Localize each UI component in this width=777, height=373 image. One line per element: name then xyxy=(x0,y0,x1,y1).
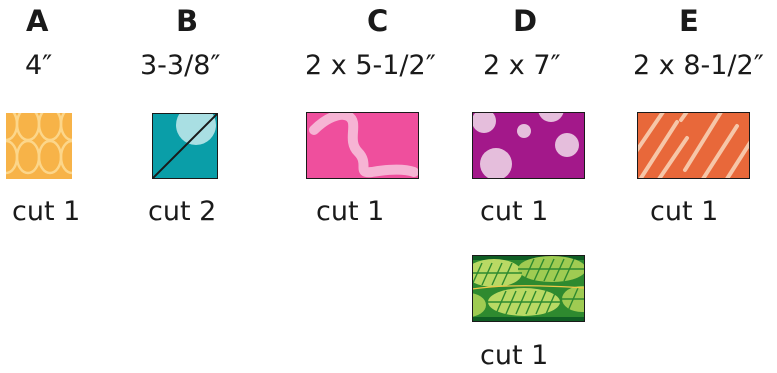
piece-d-cut-count: cut 1 xyxy=(480,196,549,227)
piece-d-second-cut-count: cut 1 xyxy=(480,340,549,371)
piece-e-cut-count: cut 1 xyxy=(650,196,719,227)
piece-c-fabric-swatch xyxy=(306,112,419,179)
piece-a-size: 4″ xyxy=(25,50,53,81)
piece-c-cut-count: cut 1 xyxy=(316,196,385,227)
piece-d-size: 2 x 7″ xyxy=(483,50,561,81)
piece-b-cut-count: cut 2 xyxy=(148,196,217,227)
piece-c-size: 2 x 5-1/2″ xyxy=(305,50,436,81)
piece-a-letter: A xyxy=(26,4,49,38)
piece-e-letter: E xyxy=(679,4,699,38)
piece-d-second-fabric-swatch xyxy=(472,255,585,322)
piece-a-cut-count: cut 1 xyxy=(12,196,81,227)
piece-d-letter: D xyxy=(513,4,538,38)
piece-c-letter: C xyxy=(367,4,389,38)
piece-e-fabric-swatch xyxy=(637,112,750,179)
piece-b-fabric-swatch xyxy=(152,113,218,179)
piece-d-fabric-swatch xyxy=(472,112,585,179)
piece-a-fabric-swatch xyxy=(6,113,72,179)
piece-e-size: 2 x 8-1/2″ xyxy=(633,50,764,81)
piece-b-size: 3-3/8″ xyxy=(140,50,221,81)
piece-b-letter: B xyxy=(176,4,199,38)
